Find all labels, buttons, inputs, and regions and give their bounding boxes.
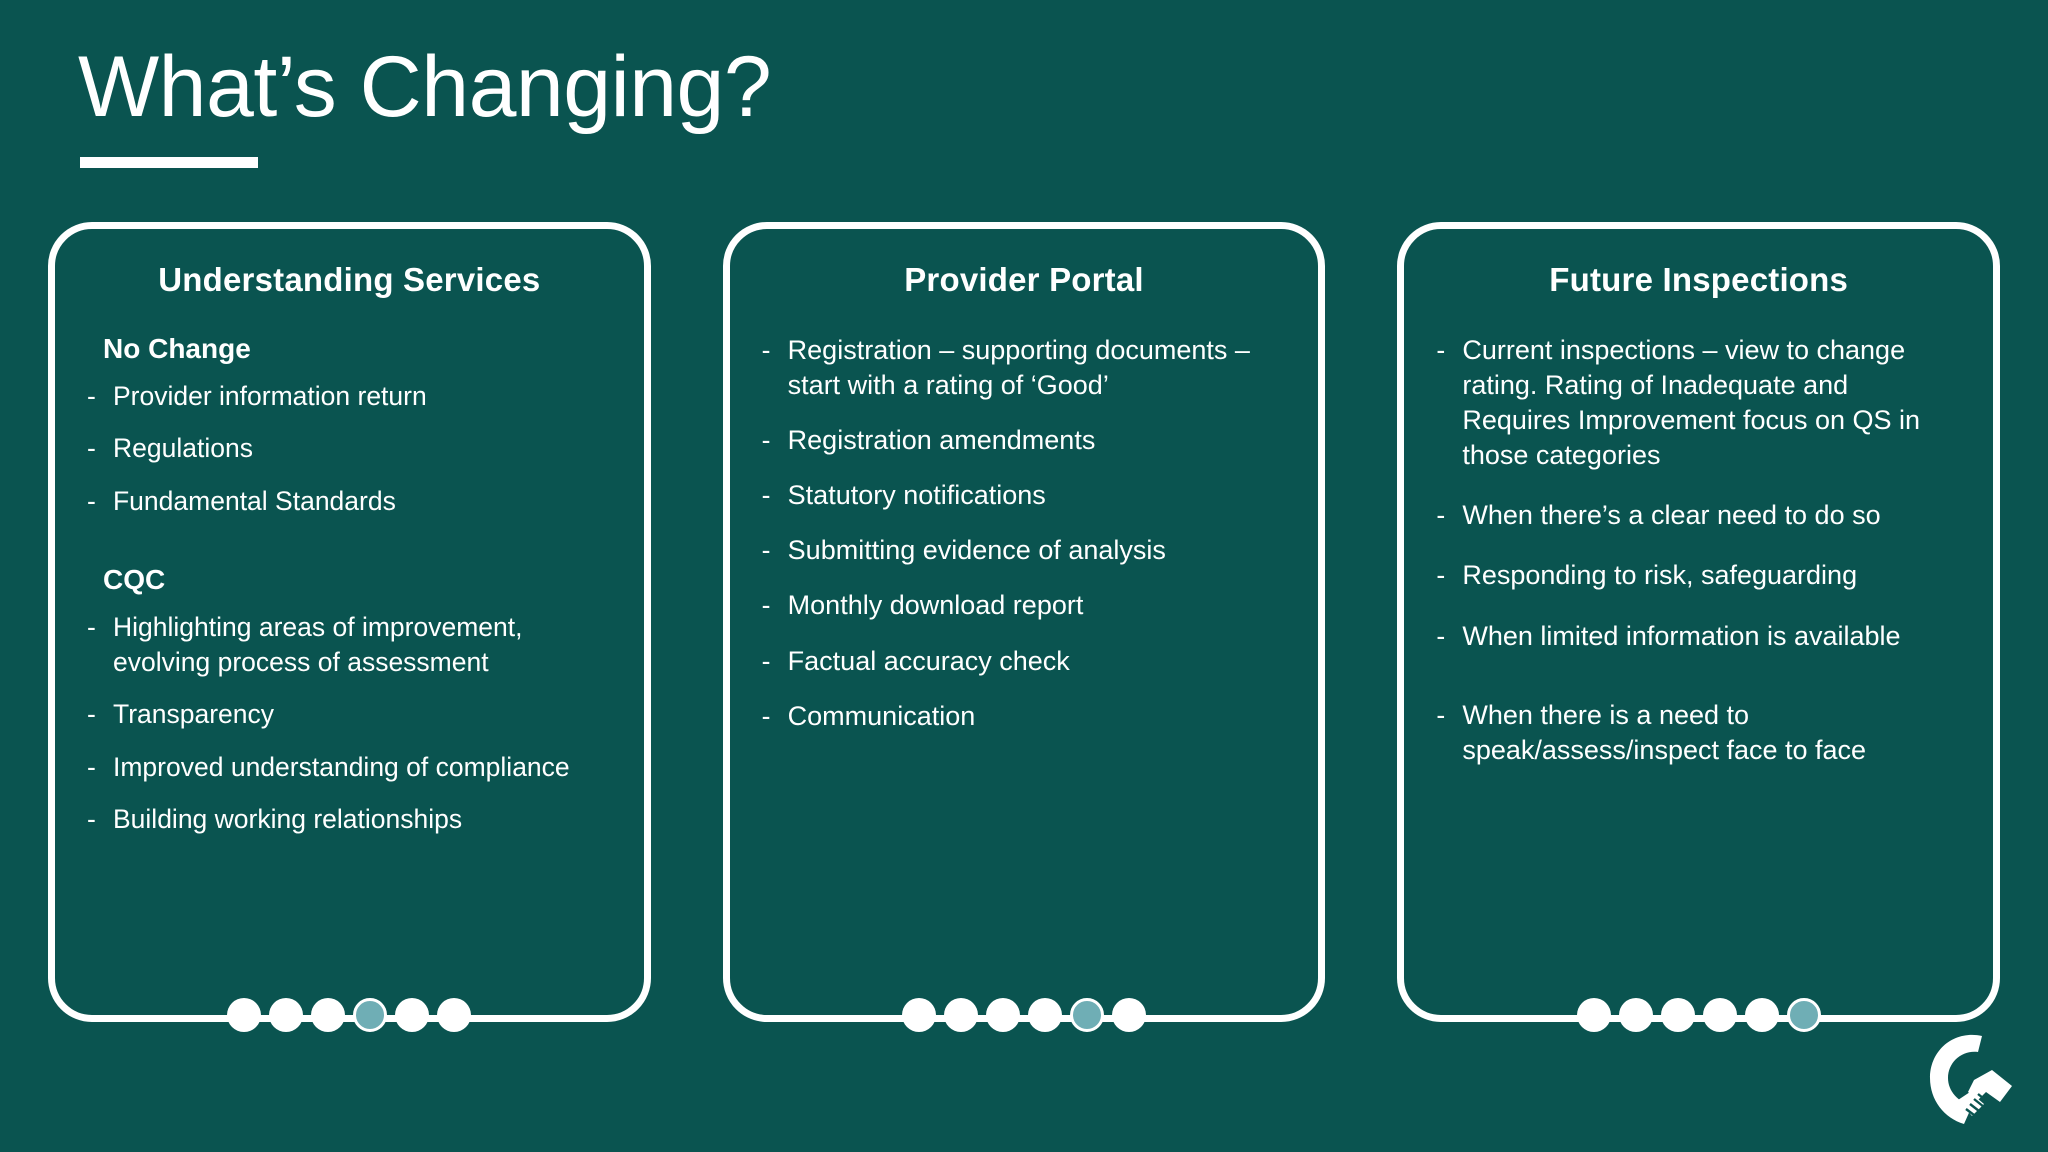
list-item: -Fundamental Standards (85, 484, 614, 518)
bullet-text: Factual accuracy check (787, 645, 1070, 676)
bullet-text: Statutory notifications (787, 480, 1046, 511)
list-item: -When limited information is available (1434, 619, 1963, 654)
progress-dot[interactable] (1744, 998, 1779, 1032)
bullet-text: Current inspections – view to change rat… (1462, 335, 1921, 471)
bullet-text: Registration amendments (787, 425, 1096, 456)
card-title: Provider Portal (904, 261, 1144, 298)
card-title: Future Inspections (1549, 261, 1849, 298)
progress-dot[interactable] (227, 998, 262, 1032)
bullet-text: Communication (787, 700, 976, 731)
bullet-dash: - (1436, 699, 1446, 730)
bullet-list-future-inspections: -Current inspections – view to change ra… (1434, 333, 1963, 768)
bullet-dash: - (761, 535, 771, 566)
bullet-text: Building working relationships (113, 804, 463, 835)
list-item: -Submitting evidence of analysis (760, 533, 1289, 568)
bullet-text: Highlighting areas of improvement, evolv… (113, 612, 523, 677)
progress-dots (227, 998, 472, 1032)
list-item: -Transparency (85, 697, 614, 731)
bullet-dash: - (761, 700, 771, 731)
list-item: -When there’s a clear need to do so (1434, 498, 1963, 533)
page-title: What’s Changing? (78, 39, 772, 135)
progress-dot-active[interactable] (1070, 998, 1104, 1032)
bullet-list-no-change: -Provider information return -Regulation… (85, 379, 614, 518)
bullet-text: Registration – supporting documents – st… (787, 335, 1250, 401)
list-item: -Communication (760, 699, 1289, 734)
card-future-inspections: Future Inspections -Current inspections … (1397, 222, 2001, 1032)
bullet-dash: - (761, 590, 771, 621)
list-item: -Provider information return (85, 379, 614, 413)
progress-dot[interactable] (395, 998, 430, 1032)
progress-dots (902, 998, 1146, 1032)
section-heading-cqc: CQC (103, 564, 166, 596)
card-understanding-services: Understanding Services No Change -Provid… (48, 222, 651, 1032)
bullet-dash: - (87, 804, 96, 835)
list-item: -Statutory notifications (760, 478, 1289, 513)
bullet-text: Monthly download report (787, 590, 1084, 621)
progress-dot[interactable] (1702, 998, 1737, 1032)
list-item: -Factual accuracy check (760, 644, 1289, 679)
card-title: Understanding Services (158, 261, 541, 298)
progress-dot[interactable] (1028, 998, 1062, 1032)
progress-dot[interactable] (269, 998, 304, 1032)
bullet-text: Responding to risk, safeguarding (1462, 560, 1858, 591)
list-item: -Highlighting areas of improvement, evol… (85, 610, 614, 679)
progress-dot-active[interactable] (353, 998, 388, 1032)
bullet-text: When there is a need to speak/assess/ins… (1462, 699, 1867, 765)
bullet-text: When limited information is available (1462, 620, 1901, 651)
bullet-dash: - (761, 425, 771, 456)
handshake-c-logo (1930, 1034, 2012, 1124)
list-item: -Monthly download report (760, 588, 1289, 623)
bullet-dash: - (87, 485, 96, 516)
cards-row: Understanding Services No Change -Provid… (0, 222, 2048, 1032)
bullet-dash: - (87, 699, 96, 730)
bullet-dash: - (1436, 620, 1446, 651)
bullet-dash: - (761, 645, 771, 676)
bullet-list-provider-portal: -Registration – supporting documents – s… (760, 333, 1289, 734)
progress-dot[interactable] (986, 998, 1020, 1032)
bullet-dash: - (1436, 500, 1446, 531)
progress-dots (1576, 998, 1821, 1032)
bullet-text: Improved understanding of compliance (113, 751, 570, 782)
progress-dot[interactable] (1618, 998, 1653, 1032)
bullet-text: Regulations (113, 433, 253, 464)
bullet-dash: - (87, 381, 96, 411)
list-item: -Registration – supporting documents – s… (760, 333, 1289, 403)
progress-dot[interactable] (1660, 998, 1695, 1032)
list-item: -Improved understanding of compliance (85, 750, 614, 784)
progress-dot[interactable] (944, 998, 978, 1032)
list-item: -Responding to risk, safeguarding (1434, 558, 1963, 593)
title-underline (80, 157, 258, 168)
bullet-text: Transparency (113, 699, 275, 730)
bullet-text: Submitting evidence of analysis (787, 535, 1166, 566)
list-item: -Building working relationships (85, 802, 614, 836)
bullet-list-cqc: -Highlighting areas of improvement, evol… (85, 610, 614, 836)
progress-dot[interactable] (311, 998, 346, 1032)
list-item: -Registration amendments (760, 423, 1289, 458)
bullet-text: Fundamental Standards (113, 485, 396, 516)
bullet-text: When there’s a clear need to do so (1462, 500, 1881, 531)
bullet-dash: - (87, 751, 96, 782)
card-provider-portal: Provider Portal -Registration – supporti… (722, 222, 1326, 1032)
list-item: -Regulations (85, 431, 614, 465)
section-heading-no-change: No Change (103, 333, 251, 364)
progress-dot-active[interactable] (1786, 998, 1821, 1032)
progress-dot[interactable] (1112, 998, 1146, 1032)
progress-dot[interactable] (902, 998, 936, 1032)
bullet-dash: - (761, 480, 771, 511)
bullet-dash: - (761, 335, 771, 365)
progress-dot[interactable] (437, 998, 472, 1032)
bullet-dash: - (87, 433, 96, 464)
list-item: -When there is a need to speak/assess/in… (1434, 698, 1963, 768)
bullet-dash: - (1436, 335, 1446, 365)
bullet-text: Provider information return (113, 381, 427, 411)
bullet-dash: - (87, 612, 96, 643)
bullet-dash: - (1436, 560, 1446, 591)
progress-dot[interactable] (1576, 998, 1611, 1032)
list-item: -Current inspections – view to change ra… (1434, 333, 1963, 473)
